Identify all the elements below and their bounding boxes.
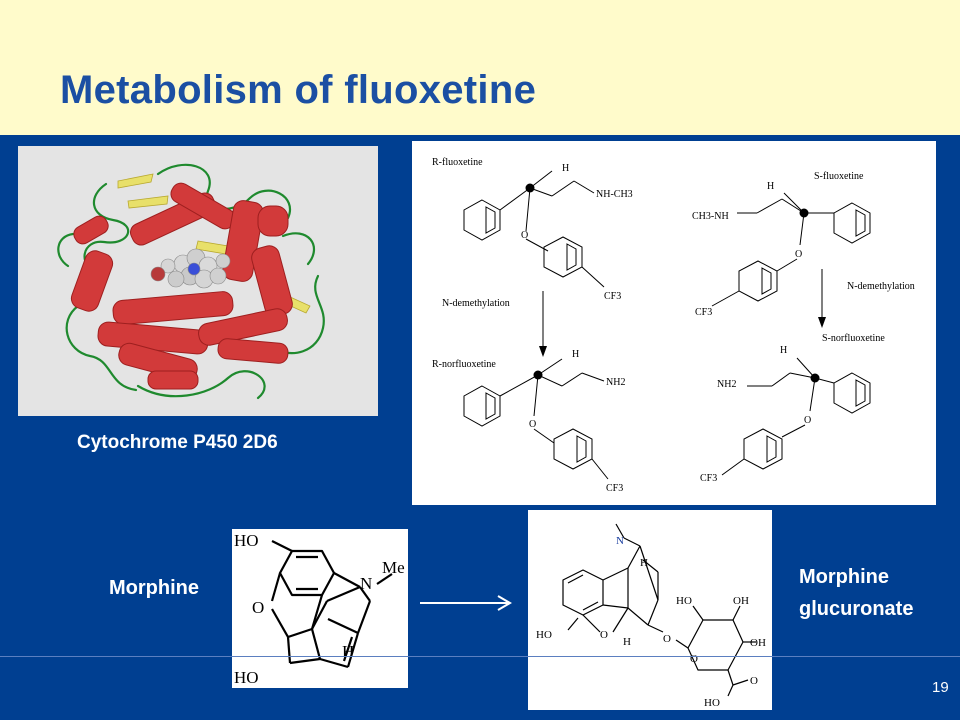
reaction-label-right: N-demethylation [847,281,915,292]
morphine-structure: HO O N Me H HO [232,529,408,688]
ether-oxygen-label: O [252,598,264,617]
glycosidic-oxygen-label: O [663,633,671,645]
hydrogen-label: H [623,636,631,648]
morphine-label: Morphine [109,577,199,599]
o-atom: O [795,249,802,260]
o-atom: O [529,419,536,430]
o-atom: O [521,230,528,241]
s-norfluoxetine-label: S-norfluoxetine [822,333,885,344]
phenol-label: HO [536,629,552,641]
morphine-structure-graphic: HO O N Me H HO [234,531,405,687]
footer-divider [0,656,960,657]
nitrogen-label: N [616,535,624,547]
title-banner [0,0,960,135]
cf3-label: CF3 [606,483,623,494]
reaction-arrow [420,595,512,611]
hydrogen-label: H [342,642,354,661]
slide-title: Metabolism of fluoxetine [60,68,537,112]
glucuronate-label-line2: glucuronate [799,598,914,620]
nitrogen-label: N [360,574,372,593]
hydrogen-label: H [640,557,648,569]
protein-ribbon-graphic [57,163,325,400]
h-atom: H [572,349,579,360]
slide-number: 19 [932,679,949,696]
fluoxetine-metabolism-diagram: R-fluoxetine H NH-CH3 O CF3 N-demethylat… [412,141,936,505]
methyl-label: Me [382,558,405,577]
h-atom: H [780,345,787,356]
carbonyl-oxygen-label: O [750,675,758,687]
ring-oxygen-label: O [690,653,698,665]
cf3-label: CF3 [695,307,712,318]
fluoxetine-structures-graphic: R-fluoxetine H NH-CH3 O CF3 N-demethylat… [432,157,915,494]
glucuronate-structure-graphic: N H O H O HO OH OH O O HO HO [536,523,766,709]
o-atom: O [804,415,811,426]
ch3-nh-label: CH3-NH [692,211,729,222]
reaction-label-left: N-demethylation [442,298,510,309]
hydroxyl-label: OH [750,637,766,649]
hydroxyl-label: HO [676,595,692,607]
cf3-label: CF3 [604,291,621,302]
h-atom: H [562,163,569,174]
nh2-label: NH2 [717,379,736,390]
nh-ch3-label: NH-CH3 [596,189,633,200]
hydroxyl-top-label: HO [234,531,259,550]
h-atom: H [767,181,774,192]
protein-structure-image [18,146,378,416]
hydroxyl-label: HO [704,697,720,709]
nh2-label: NH2 [606,377,625,388]
r-fluoxetine-label: R-fluoxetine [432,157,483,168]
morphine-glucuronate-structure: N H O H O HO OH OH O O HO HO [528,510,772,710]
protein-caption: Cytochrome P450 2D6 [77,432,278,453]
glucuronate-label-line1: Morphine [799,566,889,588]
ether-oxygen-label: O [600,629,608,641]
hydroxyl-bottom-label: HO [234,668,259,687]
hydroxyl-label: OH [733,595,749,607]
cf3-label: CF3 [700,473,717,484]
s-fluoxetine-label: S-fluoxetine [814,171,864,182]
r-norfluoxetine-label: R-norfluoxetine [432,359,496,370]
